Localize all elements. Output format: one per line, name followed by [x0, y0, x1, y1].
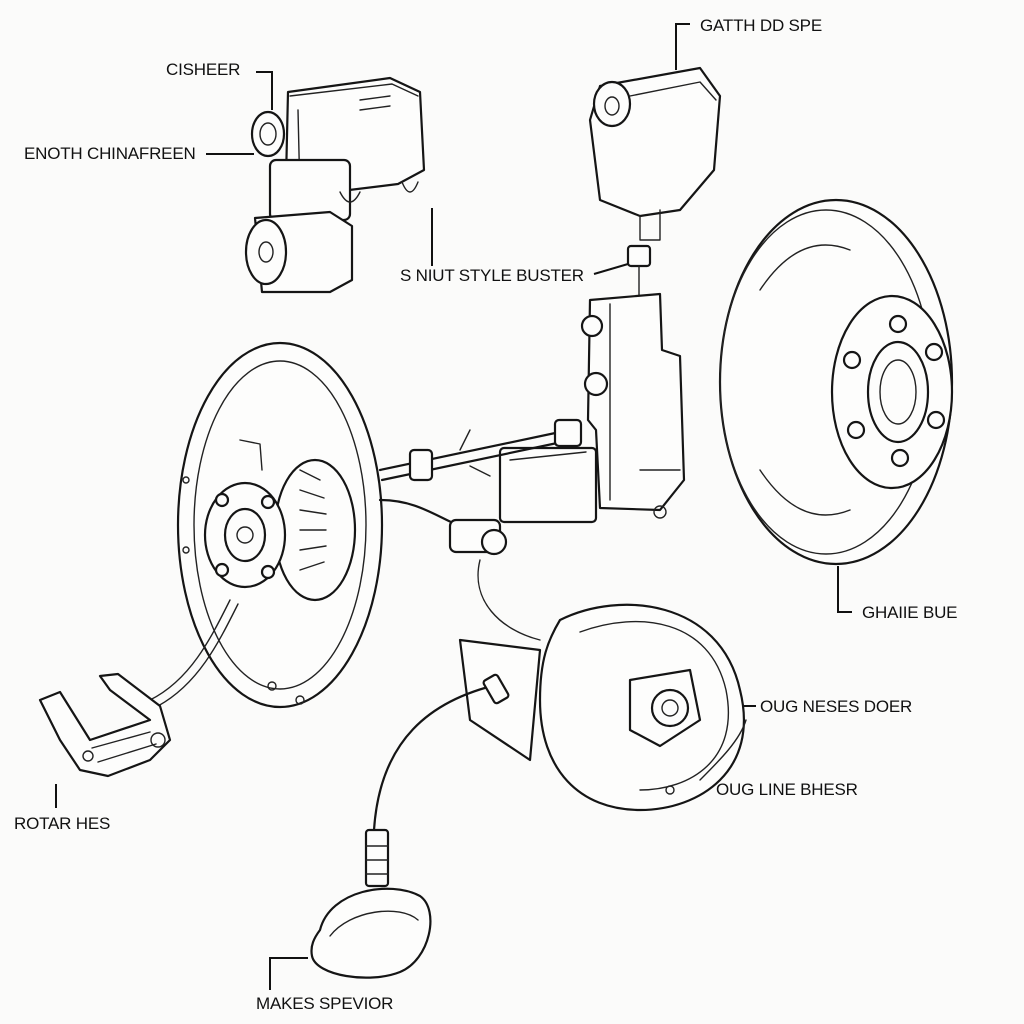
label-engine-chain: ENOTH CHINAFREEN [24, 144, 196, 163]
valve-body [498, 292, 686, 524]
speed-sensor [310, 673, 510, 979]
label-drum-shield: OUG NESES DOER [760, 697, 913, 716]
upper-caliper [588, 66, 722, 301]
label-sensor: MAKES SPEVIOR [256, 994, 394, 1013]
actuator-unit [244, 76, 426, 294]
label-nut-style: S NIUT STYLE BUSTER [400, 266, 584, 285]
brake-disc [718, 198, 954, 566]
leader-lines [55, 23, 852, 990]
label-brake-disc: GHAIIE BUE [862, 603, 958, 622]
label-rotar: ROTAR HES [14, 814, 111, 833]
push-rod [378, 418, 583, 482]
rotar-bracket [38, 672, 172, 778]
sensor-wiring [149, 498, 541, 707]
drum-shield [458, 603, 747, 812]
backing-plate [176, 341, 384, 709]
label-line-bracket: OUG LINE BHESR [716, 780, 858, 799]
label-actuator: CISHEER [166, 60, 241, 79]
label-caliper-top: GATTH DD SPE [700, 16, 822, 35]
